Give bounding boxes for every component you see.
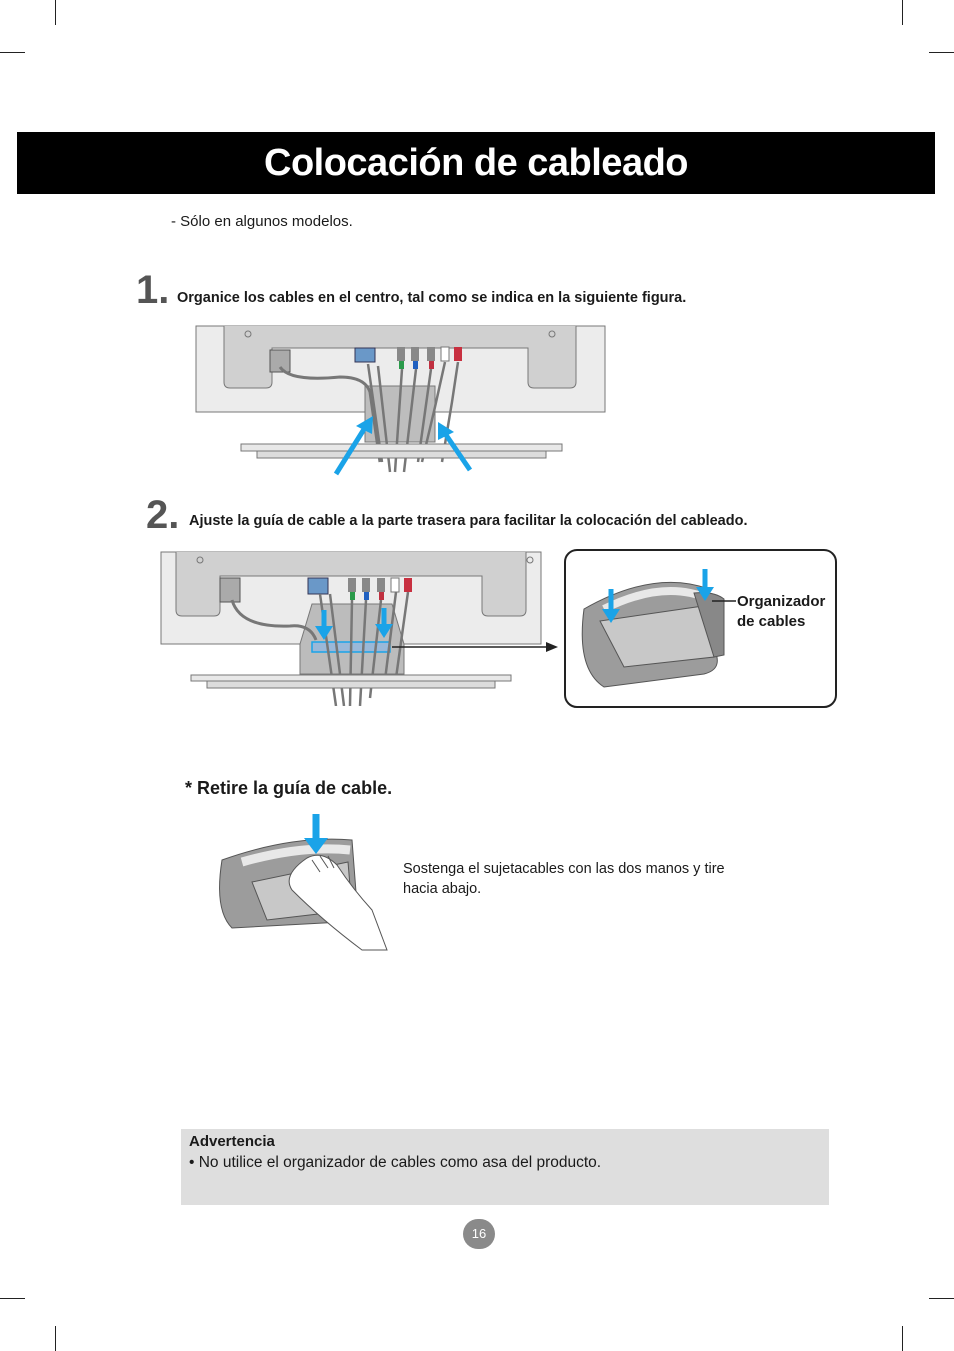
cable-organizer-label: Organizador de cables xyxy=(737,592,825,632)
crop-mark xyxy=(929,52,954,53)
crop-mark xyxy=(0,1298,25,1299)
step-2-text: Ajuste la guía de cable a la parte trase… xyxy=(189,513,748,529)
crop-mark xyxy=(902,1326,903,1351)
crop-mark xyxy=(0,52,25,53)
page-title: Colocación de cableado xyxy=(17,132,935,194)
figure-2-monitor-back xyxy=(160,551,558,706)
remove-guide-heading: * Retire la guía de cable. xyxy=(185,778,393,798)
crop-mark xyxy=(902,0,903,25)
figure-1-monitor-back xyxy=(195,325,606,476)
step-1-number: 1. xyxy=(136,268,170,312)
step-2-number: 2. xyxy=(146,493,180,537)
cable-organizer-label-line2: de cables xyxy=(737,613,806,630)
remove-guide-instruction: Sostenga el sujetacables con las dos man… xyxy=(403,861,725,897)
crop-mark xyxy=(55,1326,56,1351)
models-note: - Sólo en algunos modelos. xyxy=(171,213,353,230)
page-number: 16 xyxy=(463,1219,495,1249)
warning-title: Advertencia xyxy=(189,1133,275,1150)
cable-organizer-label-line1: Organizador xyxy=(737,593,826,610)
warning-item: • No utilice el organizador de cables co… xyxy=(189,1154,602,1171)
cable-organizer-detail xyxy=(564,549,837,708)
remove-guide-figure xyxy=(219,814,388,951)
crop-mark xyxy=(929,1298,954,1299)
crop-mark xyxy=(55,0,56,25)
warning-box: Advertencia • No utilice el organizador … xyxy=(181,1129,829,1205)
step-1-text: Organice los cables en el centro, tal co… xyxy=(177,290,687,306)
